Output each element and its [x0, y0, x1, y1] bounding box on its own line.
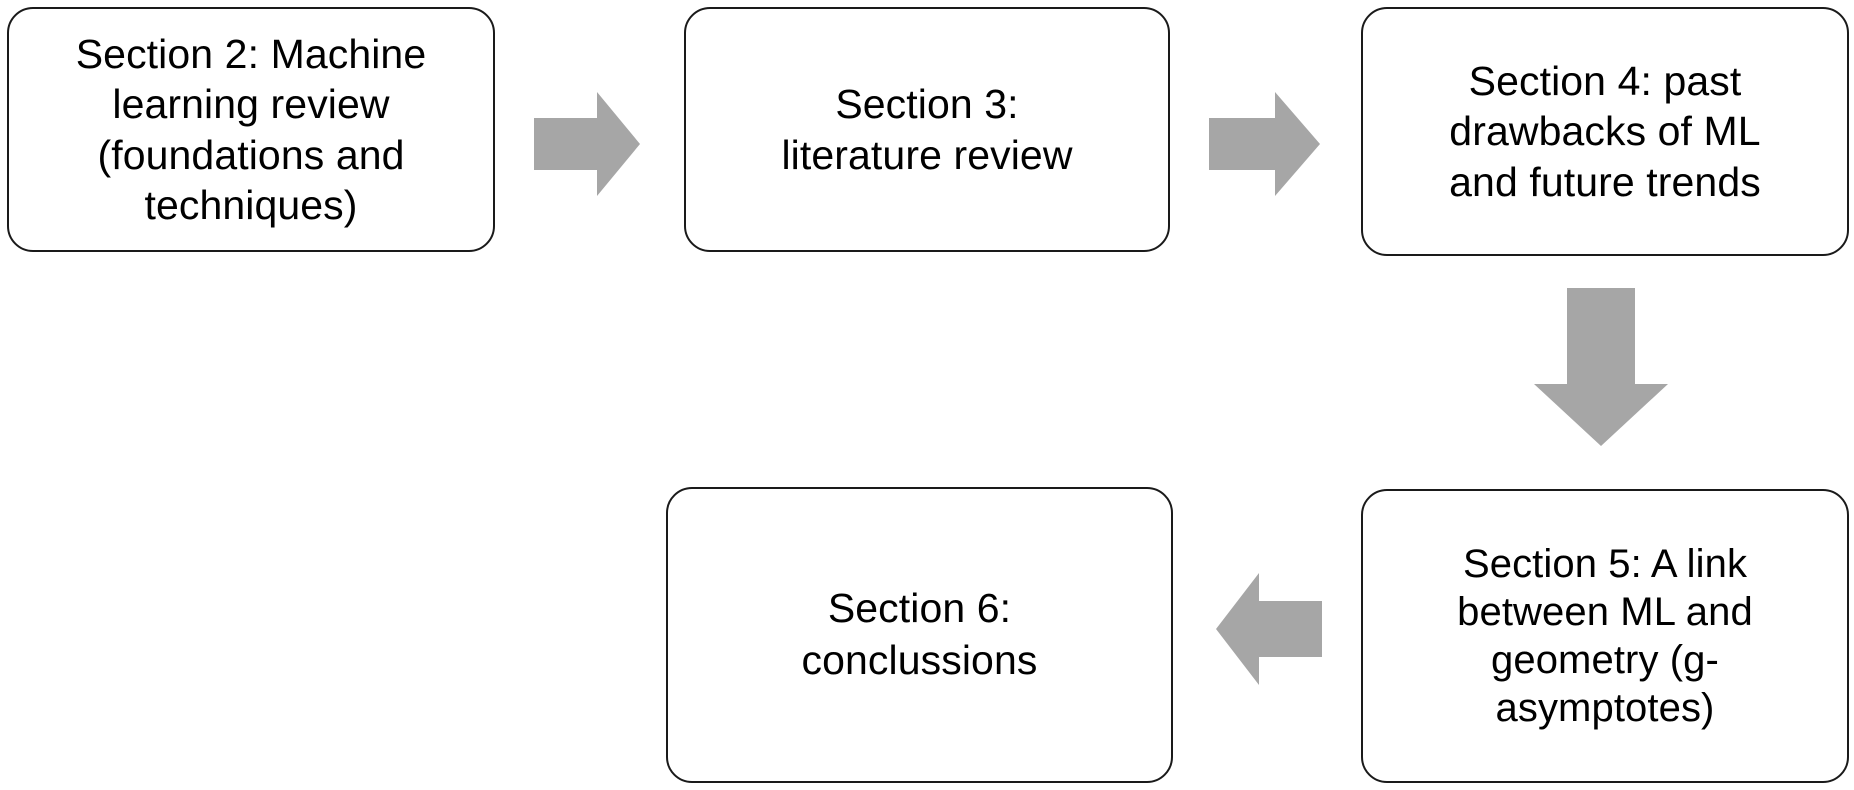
flow-node-section3-label: Section 3: literature review	[781, 81, 1073, 178]
arrow-left-icon	[1216, 573, 1322, 685]
flow-node-section2-label: Section 2: Machine learning review (foun…	[75, 31, 427, 228]
flow-node-section6-label: Section 6: conclussions	[801, 585, 1038, 683]
arrow-right-icon	[1209, 92, 1320, 196]
arrow-down-icon	[1534, 288, 1668, 446]
flow-node-section2[interactable]: Section 2: Machine learning review (foun…	[7, 7, 495, 252]
flow-node-section6[interactable]: Section 6: conclussions	[666, 487, 1173, 783]
arrow-right-icon	[534, 92, 640, 196]
flow-node-section4[interactable]: Section 4: past drawbacks of ML and futu…	[1361, 7, 1849, 256]
flow-node-section4-label: Section 4: past drawbacks of ML and futu…	[1449, 58, 1761, 205]
flow-node-section5[interactable]: Section 5: A link between ML and geometr…	[1361, 489, 1849, 783]
flow-node-section3[interactable]: Section 3: literature review	[684, 7, 1170, 252]
flow-node-section5-label: Section 5: A link between ML and geometr…	[1457, 542, 1753, 730]
